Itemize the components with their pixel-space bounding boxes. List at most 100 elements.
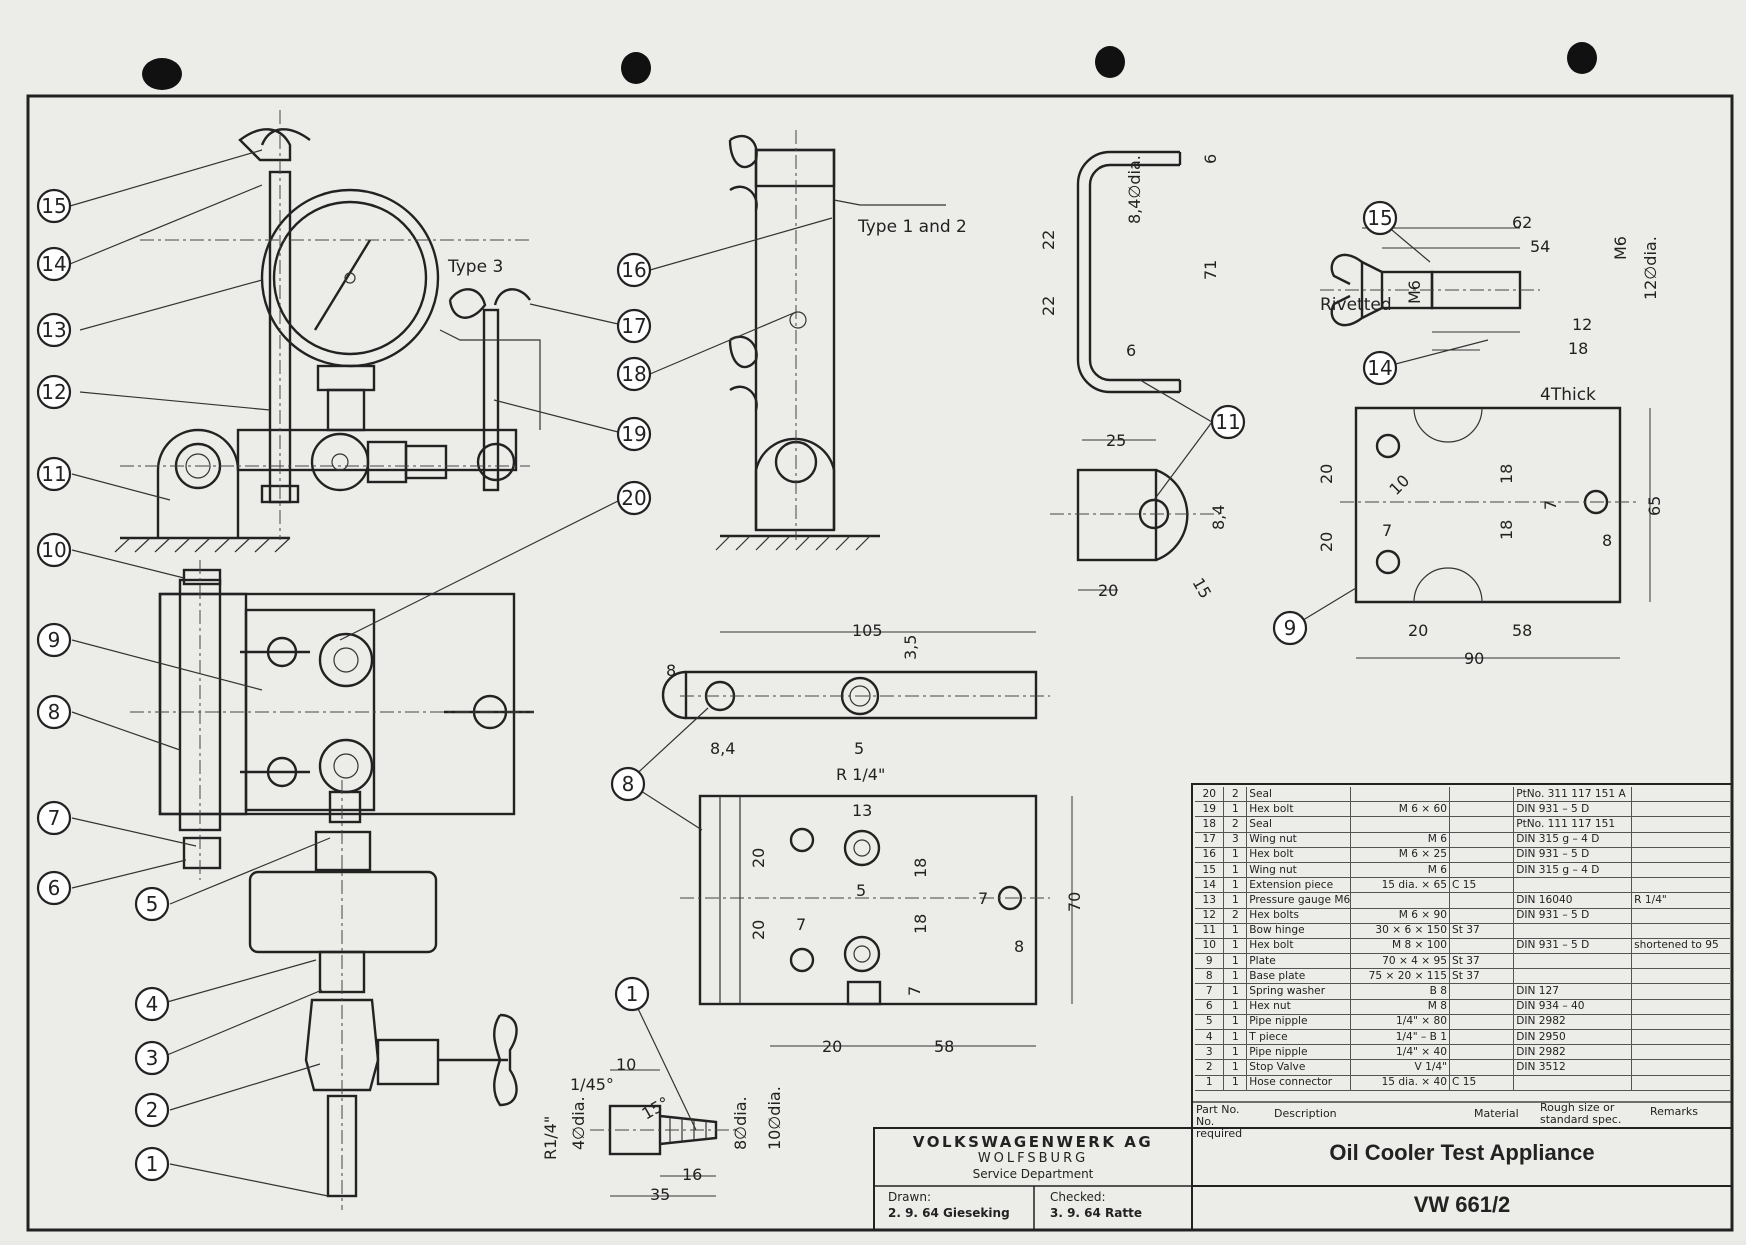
parts-cell-remarks [1631, 1059, 1730, 1076]
hdr-part-no: Part No.No. required [1196, 1103, 1243, 1140]
svg-text:8: 8 [622, 772, 635, 796]
parts-cell-spec: DIN 931 – 5 D [1513, 938, 1633, 955]
svg-text:58: 58 [934, 1037, 954, 1056]
parts-cell-part: 16 [1195, 847, 1225, 863]
svg-text:35: 35 [650, 1185, 670, 1204]
svg-text:4∅dia.: 4∅dia. [569, 1096, 588, 1150]
parts-cell-remarks [1631, 968, 1730, 985]
part-callouts: 15 14 13 12 11 10 9 8 7 6 5 4 3 2 1 16 1… [36, 188, 1398, 1182]
side-view-type12 [715, 130, 946, 551]
svg-text:R 1/4": R 1/4" [836, 765, 885, 784]
svg-text:22: 22 [1039, 296, 1058, 316]
parts-cell-material: C 15 [1449, 1075, 1515, 1091]
parts-cell-material [1449, 1014, 1515, 1031]
svg-text:65: 65 [1645, 496, 1664, 516]
svg-text:R1/4": R1/4" [541, 1116, 560, 1160]
svg-text:14: 14 [1367, 356, 1392, 380]
drawing-number: VW 661/2 [1413, 1192, 1511, 1217]
callout-7: 7 [36, 800, 72, 836]
bow-hinge-detail [1050, 150, 1220, 591]
parts-cell-desc: Wing nut [1246, 832, 1351, 848]
svg-text:15: 15 [1189, 575, 1216, 602]
parts-cell-size: M 6 [1350, 832, 1451, 848]
parts-cell-material: St 37 [1449, 923, 1515, 939]
parts-cell-qty: 1 [1223, 801, 1248, 818]
hose-connector-detail [590, 1069, 740, 1197]
svg-text:3: 3 [146, 1046, 159, 1070]
svg-text:10: 10 [41, 538, 66, 562]
svg-text:13: 13 [852, 801, 872, 820]
plate-detail [1340, 406, 1651, 659]
parts-cell-qty: 1 [1223, 923, 1248, 939]
parts-cell-qty: 1 [1223, 877, 1248, 894]
svg-text:14: 14 [41, 252, 66, 276]
parts-cell-spec: DIN 16040 [1513, 892, 1633, 909]
note-type12: Type 1 and 2 [857, 217, 967, 237]
parts-cell-qty: 1 [1223, 847, 1248, 863]
parts-cell-remarks [1631, 1029, 1730, 1046]
parts-cell-qty: 3 [1223, 832, 1248, 848]
svg-text:20: 20 [1317, 464, 1336, 484]
svg-text:12∅dia.: 12∅dia. [1641, 236, 1660, 300]
base-plate-detail [661, 631, 1073, 1047]
parts-cell-size: V 1/4" [1350, 1059, 1451, 1076]
svg-text:20: 20 [1317, 532, 1336, 552]
parts-cell-qty: 1 [1223, 892, 1248, 909]
svg-text:1: 1 [146, 1152, 159, 1176]
svg-text:8: 8 [1014, 937, 1024, 956]
parts-cell-size [1350, 816, 1451, 833]
svg-text:12: 12 [41, 380, 66, 404]
parts-cell-desc: Pipe nipple [1246, 1014, 1351, 1031]
parts-cell-material: St 37 [1449, 953, 1515, 970]
parts-cell-spec [1513, 953, 1633, 970]
parts-cell-size: M 8 × 100 [1350, 938, 1451, 955]
svg-text:8: 8 [48, 700, 61, 724]
parts-cell-remarks [1631, 1075, 1730, 1091]
parts-cell-part: 13 [1195, 892, 1225, 909]
svg-text:11: 11 [1215, 410, 1240, 434]
parts-cell-spec [1513, 923, 1633, 939]
svg-text:1: 1 [626, 982, 639, 1006]
parts-cell-spec: PtNo. 311 117 151 A [1513, 787, 1633, 803]
valve-assembly [248, 780, 518, 1210]
svg-text:19: 19 [621, 422, 646, 446]
svg-text:8,4: 8,4 [710, 739, 735, 758]
svg-text:6: 6 [1126, 341, 1136, 360]
callout-19: 19 [616, 416, 652, 452]
svg-text:12: 12 [1572, 315, 1592, 334]
parts-cell-part: 11 [1195, 923, 1225, 939]
callout-16: 16 [616, 252, 652, 288]
parts-cell-material [1449, 832, 1515, 848]
parts-cell-desc: Extension piece [1246, 877, 1351, 894]
parts-cell-desc: Pipe nipple [1246, 1044, 1351, 1061]
svg-text:18: 18 [1568, 339, 1588, 358]
svg-text:13: 13 [41, 318, 66, 342]
parts-cell-remarks [1631, 923, 1730, 939]
svg-text:8: 8 [666, 661, 676, 680]
callout-14b: 14 [1362, 350, 1398, 386]
parts-cell-remarks [1631, 832, 1730, 848]
parts-cell-remarks [1631, 787, 1730, 803]
note-thick: 4Thick [1540, 385, 1596, 405]
callout-18: 18 [616, 356, 652, 392]
parts-cell-material [1449, 999, 1515, 1015]
parts-cell-size: 70 × 4 × 95 [1350, 953, 1451, 970]
svg-text:8: 8 [1602, 531, 1612, 550]
parts-cell-spec: DIN 315 g – 4 D [1513, 832, 1633, 848]
callout-1: 1 [134, 1146, 170, 1182]
parts-cell-remarks [1631, 999, 1730, 1015]
hdr-material: Material [1474, 1107, 1519, 1120]
parts-cell-remarks: R 1/4" [1631, 892, 1730, 909]
checked-value: 3. 9. 64 Ratte [1050, 1206, 1142, 1220]
parts-cell-desc: Hex bolt [1246, 801, 1351, 818]
svg-text:7: 7 [1382, 521, 1392, 540]
parts-cell-material [1449, 787, 1515, 803]
parts-cell-part: 7 [1195, 983, 1225, 1000]
callout-20: 20 [616, 480, 652, 516]
parts-cell-spec: DIN 931 – 5 D [1513, 908, 1633, 924]
parts-cell-size: 15 dia. × 40 [1350, 1075, 1451, 1091]
callout-11: 11 [36, 456, 72, 492]
